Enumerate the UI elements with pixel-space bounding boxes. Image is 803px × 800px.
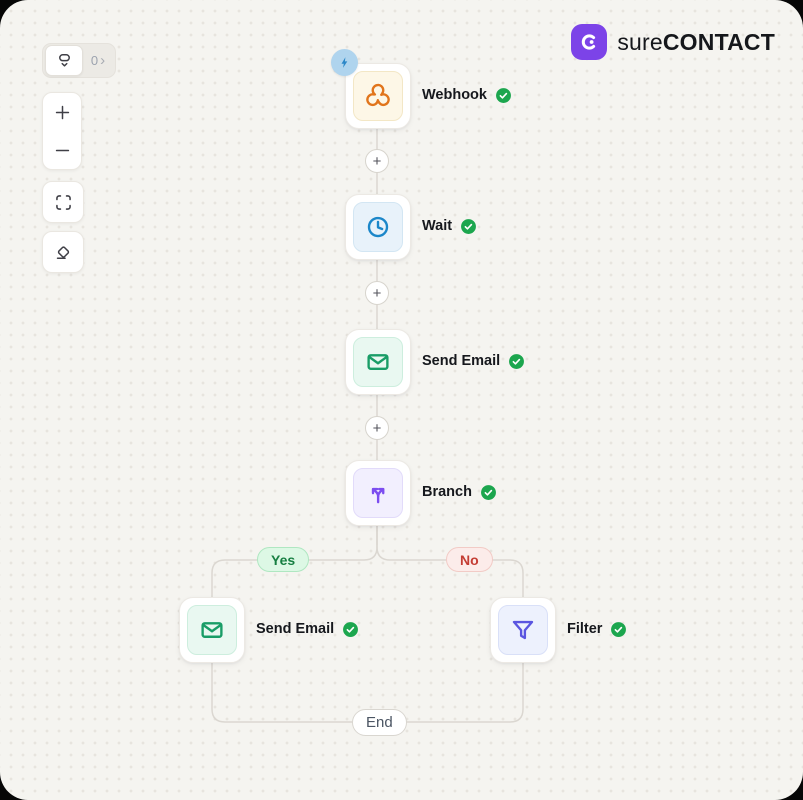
node-label: Send Email: [256, 621, 335, 637]
node-count[interactable]: 0 ›: [83, 53, 113, 68]
minus-icon: [53, 141, 72, 160]
plus-icon: +: [372, 419, 382, 437]
brand-word-light: sure: [617, 28, 663, 55]
filter-icon: [508, 615, 538, 645]
eraser-icon: [53, 242, 74, 263]
check-icon: [480, 484, 497, 501]
check-icon: [495, 87, 512, 104]
node-webhook-label-row: Webhook: [422, 84, 512, 106]
branch-yes-pill[interactable]: Yes: [257, 547, 310, 572]
node-wait-tile: [353, 202, 403, 252]
node-filter-label-row: Filter: [567, 618, 627, 640]
node-selector-button[interactable]: [45, 45, 83, 76]
eraser-button[interactable]: [42, 231, 84, 273]
edge-branch-yes: [211, 524, 378, 723]
check-icon: [342, 621, 359, 638]
node-branch-label-row: Branch: [422, 481, 497, 503]
node-label: Send Email: [422, 353, 501, 369]
webhook-icon: [363, 81, 393, 111]
node-branch[interactable]: [345, 460, 411, 526]
node-send-email-yes-tile: [187, 605, 237, 655]
node-send-email[interactable]: [345, 329, 411, 395]
node-selector-icon: [54, 50, 75, 71]
end-pill: End: [352, 709, 407, 736]
brand-word-bold: CONTACT: [662, 28, 775, 55]
node-send-email-tile: [353, 337, 403, 387]
node-send-email-yes-label-row: Send Email: [256, 618, 359, 640]
add-step-button[interactable]: +: [365, 149, 389, 173]
edge-branch-no: [376, 524, 524, 723]
lightning-icon: [337, 55, 352, 70]
node-branch-tile: [353, 468, 403, 518]
node-filter-tile: [498, 605, 548, 655]
check-icon: [508, 353, 525, 370]
fit-view-button[interactable]: [42, 181, 84, 223]
zoom-out-button[interactable]: [43, 131, 81, 169]
node-webhook[interactable]: [345, 63, 411, 129]
node-label: Branch: [422, 484, 472, 500]
chevron-right-icon: ›: [100, 52, 106, 69]
check-icon: [610, 621, 627, 638]
node-label: Wait: [422, 218, 453, 234]
check-icon: [460, 218, 477, 235]
branch-no-pill[interactable]: No: [446, 547, 493, 572]
node-count-value: 0: [90, 53, 99, 68]
zoom-in-button[interactable]: [43, 93, 81, 131]
zoom-control: [42, 92, 82, 170]
add-step-button[interactable]: +: [365, 416, 389, 440]
node-wait-label-row: Wait: [422, 215, 477, 237]
plus-icon: +: [372, 284, 382, 302]
surecontact-logo-icon: [571, 24, 608, 60]
node-label: Filter: [567, 621, 603, 637]
node-send-email-label-row: Send Email: [422, 350, 525, 372]
branch-icon: [363, 478, 393, 508]
plus-icon: [53, 103, 72, 122]
envelope-icon: [363, 347, 393, 377]
node-send-email-yes[interactable]: [179, 597, 245, 663]
node-webhook-tile: [353, 71, 403, 121]
trigger-badge: [331, 49, 358, 76]
envelope-icon: [197, 615, 227, 645]
add-step-button[interactable]: +: [365, 281, 389, 305]
node-mode-selector[interactable]: 0 ›: [42, 43, 116, 78]
node-wait[interactable]: [345, 194, 411, 260]
clock-icon: [363, 212, 393, 242]
node-filter[interactable]: [490, 597, 556, 663]
fit-view-icon: [53, 192, 74, 213]
plus-icon: +: [372, 152, 382, 170]
node-label: Webhook: [422, 87, 487, 103]
